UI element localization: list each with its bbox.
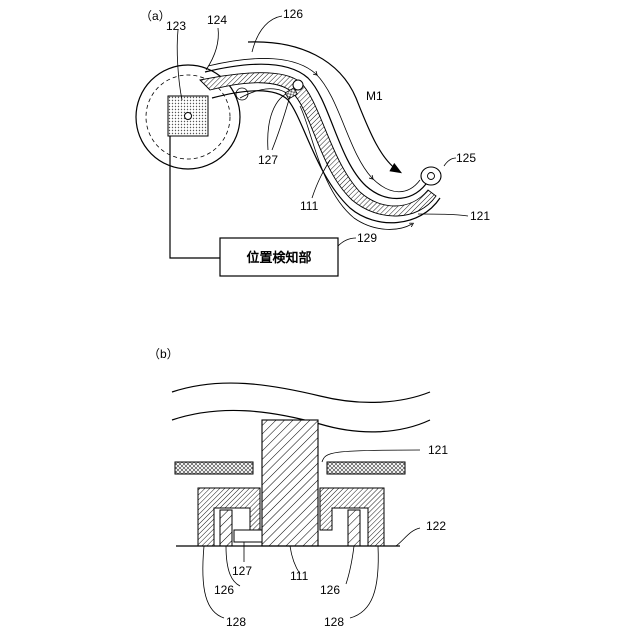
leader-127 xyxy=(272,96,290,150)
ref-b-126-left: 126 xyxy=(214,583,234,597)
wire-to-detector xyxy=(170,136,220,258)
ref-m1: M1 xyxy=(366,89,383,103)
ref-b-127: 127 xyxy=(232,564,252,578)
plate-121-left xyxy=(175,462,253,474)
ref-b-111: 111 xyxy=(290,569,309,583)
ref-121: 121 xyxy=(470,209,490,223)
plate-121-right xyxy=(327,462,405,474)
panel-a: （a） 位置検知部 xyxy=(136,7,490,276)
leader-121 xyxy=(418,214,468,216)
ref-111: 111 xyxy=(300,199,319,213)
ref-124: 124 xyxy=(207,13,227,27)
leader-b-121 xyxy=(322,450,420,462)
leader-b-128-right xyxy=(350,546,378,618)
leader-b-122 xyxy=(396,528,420,546)
wavy-line-top xyxy=(172,383,430,402)
ref-127: 127 xyxy=(258,153,278,167)
central-shaft-111 xyxy=(262,420,318,546)
lead-126 xyxy=(252,16,282,52)
ref-b-126-right: 126 xyxy=(320,583,340,597)
leader-b-128-left xyxy=(203,546,224,618)
bearing-127 xyxy=(234,530,262,542)
ref-b-128-right: 128 xyxy=(324,615,344,629)
ref-126: 126 xyxy=(283,7,303,21)
coil-126-left xyxy=(220,510,232,546)
tip-125 xyxy=(421,167,441,185)
leader-125 xyxy=(444,158,456,166)
junction-circle xyxy=(236,88,248,100)
square-center-dot xyxy=(185,113,192,120)
ref-123: 123 xyxy=(166,19,186,33)
ref-125: 125 xyxy=(456,151,476,165)
leader-b-126-right xyxy=(346,546,354,584)
leader-129 xyxy=(338,238,356,246)
ref-129: 129 xyxy=(357,231,377,245)
detector-box-label: 位置検知部 xyxy=(246,250,311,266)
ref-b-121: 121 xyxy=(428,443,448,457)
ref-b-128-left: 128 xyxy=(226,615,246,629)
flow-line-lower xyxy=(268,92,290,150)
panel-b-caption: （b） xyxy=(148,347,179,361)
panel-b: （b） 121 122 127 111 126 126 xyxy=(148,347,448,629)
ref-b-122: 122 xyxy=(426,519,446,533)
coil-126-right xyxy=(348,510,360,546)
